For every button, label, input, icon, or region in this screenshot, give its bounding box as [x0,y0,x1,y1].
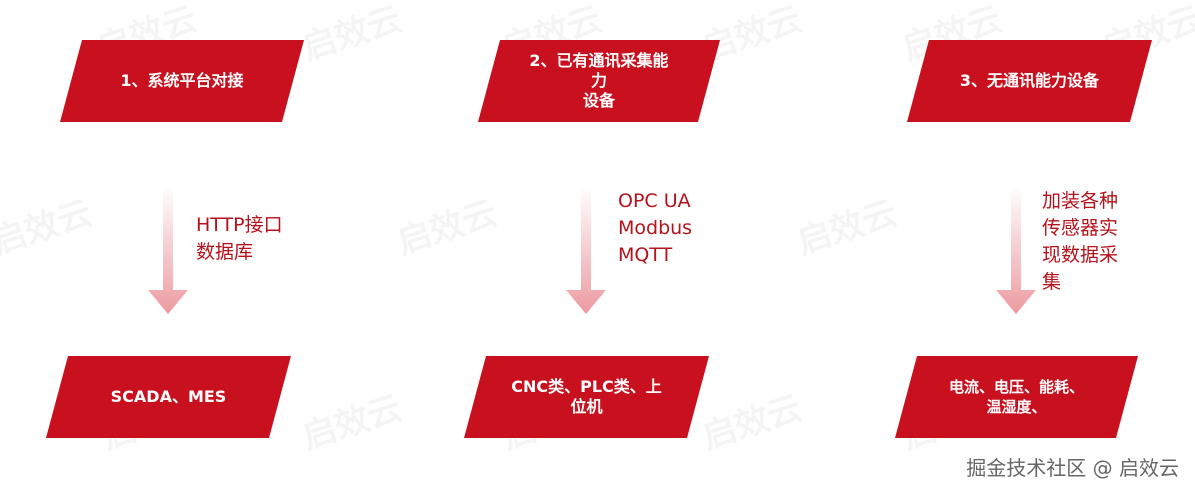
footer-attribution: 掘金技术社区 @ 启效云 [966,456,1179,480]
source-box-label: 1、系统平台对接 [120,71,244,90]
down-arrow-icon [566,186,606,314]
parallelogram-shape [464,356,709,438]
target-box-label: SCADA、MES [110,387,227,406]
watermark: 启效云 [695,380,807,458]
source-box-label: 3、无通讯能力设备 [959,71,1100,90]
watermark: 启效云 [295,0,407,70]
down-arrow-icon [996,186,1036,314]
target-box-label: 电流、电压、能耗、 温湿度、 [948,378,1084,416]
down-arrow-icon [148,186,188,314]
parallelogram-shape [46,356,291,438]
parallelogram-shape [60,40,304,122]
target-box-sensors: 电流、电压、能耗、 温湿度、 [895,356,1138,438]
connection-method-text: HTTP接口 数据库 [196,214,283,263]
watermark: 启效云 [390,185,502,263]
source-box-system-platform: 1、系统平台对接 [60,40,304,122]
target-box-systems: SCADA、MES [46,356,291,438]
parallelogram-shape [907,40,1152,122]
watermark: 启效云 [790,185,902,263]
watermark: 启效云 [295,380,407,458]
source-box-comm-devices: 2、已有通讯采集能力 设备 [478,40,720,122]
watermark: 启效云 [0,185,97,263]
parallelogram-shape [478,40,720,122]
source-box-no-comm-devices: 3、无通讯能力设备 [907,40,1152,122]
source-box-label: 2、已有通讯采集能力 设备 [529,51,669,110]
target-box-devices: CNC类、PLC类、上 位机 [464,356,709,438]
parallelogram-shape [895,356,1138,438]
connection-method-text: 加装各种 传感器实 现数据采 集 [1042,190,1119,293]
connection-method-text: OPC UA Modbus MQTT [618,190,693,266]
target-box-label: CNC类、PLC类、上 位机 [511,377,662,416]
